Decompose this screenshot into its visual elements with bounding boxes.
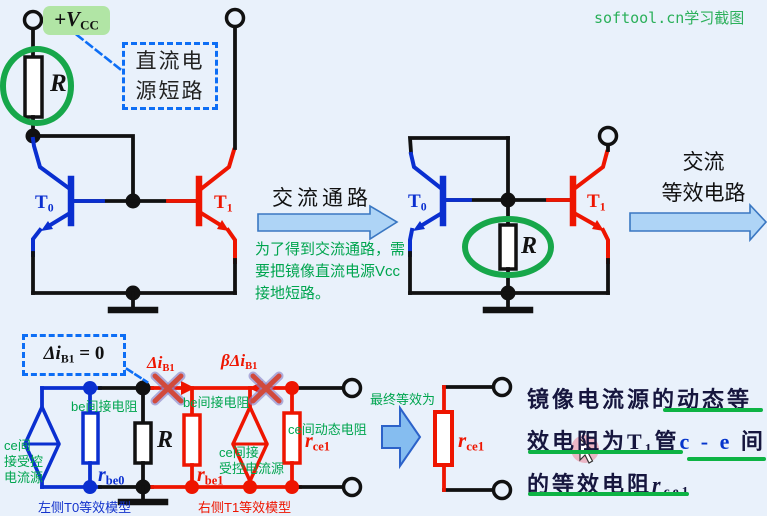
cross-out-beta-dib1	[248, 371, 284, 406]
green-circle-R	[0, 46, 74, 126]
rbe0-label: rbe0	[98, 464, 125, 488]
dc-short-line1: 直流电	[135, 49, 205, 73]
rce1-final-label: rce1	[458, 428, 485, 454]
T1-label: T1	[214, 192, 233, 215]
final-equivalent-circuit	[433, 376, 513, 501]
resistor-R-right-label: R	[521, 233, 538, 259]
vcc-label: +VCC	[54, 7, 99, 33]
left-model-caption: 左侧T0等效模型	[38, 500, 132, 515]
cross-out-dib1	[150, 371, 186, 406]
underline-3	[687, 457, 766, 461]
conclusion-line1: 镜像电流源的动态等	[527, 387, 753, 412]
node-dot-red	[285, 480, 299, 494]
resistor-R-right	[498, 223, 518, 271]
dc-short-line2: 源短路	[135, 79, 205, 103]
ac-path-note: 为了得到交流通路，需 要把镜像直流电源Vcc 接地短路。	[255, 239, 405, 305]
underline-1	[663, 408, 763, 412]
final-equiv-arrow	[381, 404, 422, 470]
conclusion-line2: 效电阻为T1管c - e 间	[527, 429, 766, 456]
T0-label: T0	[35, 192, 54, 215]
emitter-arrow	[413, 221, 425, 231]
resistor-R-model	[133, 386, 153, 489]
transistor-T1	[195, 147, 237, 264]
be-res-left-label: be间接电阻	[71, 399, 138, 414]
ce-source-right-label: ce间接受控电流源	[219, 445, 285, 476]
final-equiv-label: 最终等效为	[370, 392, 436, 407]
note-line2: 要把镜像直流电源Vcc	[255, 263, 401, 280]
terminal-output	[597, 125, 619, 147]
ce-highlight: c - e	[679, 429, 733, 454]
transistor-T1-ac	[569, 149, 610, 264]
rce1-label: rce1	[305, 430, 330, 454]
R-model-label: R	[157, 427, 174, 453]
emitter-arrow	[592, 220, 604, 231]
left-circuit	[0, 7, 246, 314]
watermark: softool.cn学习截图	[594, 9, 745, 27]
ac-path-arrow	[257, 204, 399, 241]
underline-2	[528, 450, 683, 454]
emitter-arrow	[217, 220, 229, 231]
resistor-rce1-final	[433, 410, 454, 467]
ce-res-right-label: ce间动态电阻	[288, 422, 367, 437]
node-dot-red	[185, 480, 199, 494]
dib1-zero-callout: ΔiB1 = 0	[22, 334, 126, 376]
ac-equiv-line2: 等效电路	[661, 181, 746, 205]
resistor-R-left-label: R	[50, 70, 67, 97]
resistor-rbe1	[182, 386, 202, 489]
terminal-model-top	[341, 377, 363, 399]
T0-ac-label: T0	[408, 191, 427, 214]
ce-source-left-label: ce间接受控电流源	[4, 438, 44, 485]
terminal-top-right	[224, 7, 246, 29]
right-model-caption: 右侧T1等效模型	[198, 500, 292, 515]
note-line1: 为了得到交流通路，需	[255, 241, 406, 258]
right-circuit	[407, 125, 619, 314]
current-arrow-right	[181, 381, 195, 395]
underline-4	[528, 492, 689, 496]
dc-short-callout: 直流电 源短路	[122, 42, 218, 110]
terminal-top-left	[22, 9, 44, 31]
dashed-leader	[75, 33, 122, 71]
ac-equiv-title: 交流 等效电路	[640, 147, 767, 209]
note-line3: 接地短路。	[255, 285, 331, 302]
beta-dib1-label: βΔiB1	[221, 351, 258, 372]
dib1-label: ΔiB1	[147, 353, 175, 374]
small-signal-model	[23, 367, 363, 506]
transistor-T0	[30, 136, 75, 257]
ac-path-title: 交流通路	[272, 186, 372, 210]
vcc-tag: +VCC	[43, 6, 110, 35]
green-circle-R2	[462, 216, 554, 278]
resistor-rbe0	[81, 386, 100, 489]
emitter-arrow	[41, 221, 53, 231]
terminal-final-top	[491, 376, 513, 398]
node-dot	[135, 380, 151, 396]
be-res-right-label: be间接电阻	[183, 395, 250, 410]
node-dot-red	[285, 381, 299, 395]
resistor-R-left	[23, 55, 44, 119]
ac-equiv-line1: 交流	[682, 150, 725, 174]
node-dot-blue	[83, 480, 97, 494]
node-dot-blue	[83, 381, 97, 395]
controlled-source-T0	[23, 386, 61, 489]
ac-equiv-arrow	[629, 202, 767, 243]
dashed-leader2	[125, 367, 149, 384]
T1-ac-label: T1	[587, 191, 606, 214]
terminal-final-bottom	[491, 479, 513, 501]
rbe1-label: rbe1	[197, 464, 224, 488]
terminal-model-bottom	[341, 476, 363, 498]
node-dot-red	[243, 480, 257, 494]
transistor-T0-ac	[408, 151, 447, 257]
